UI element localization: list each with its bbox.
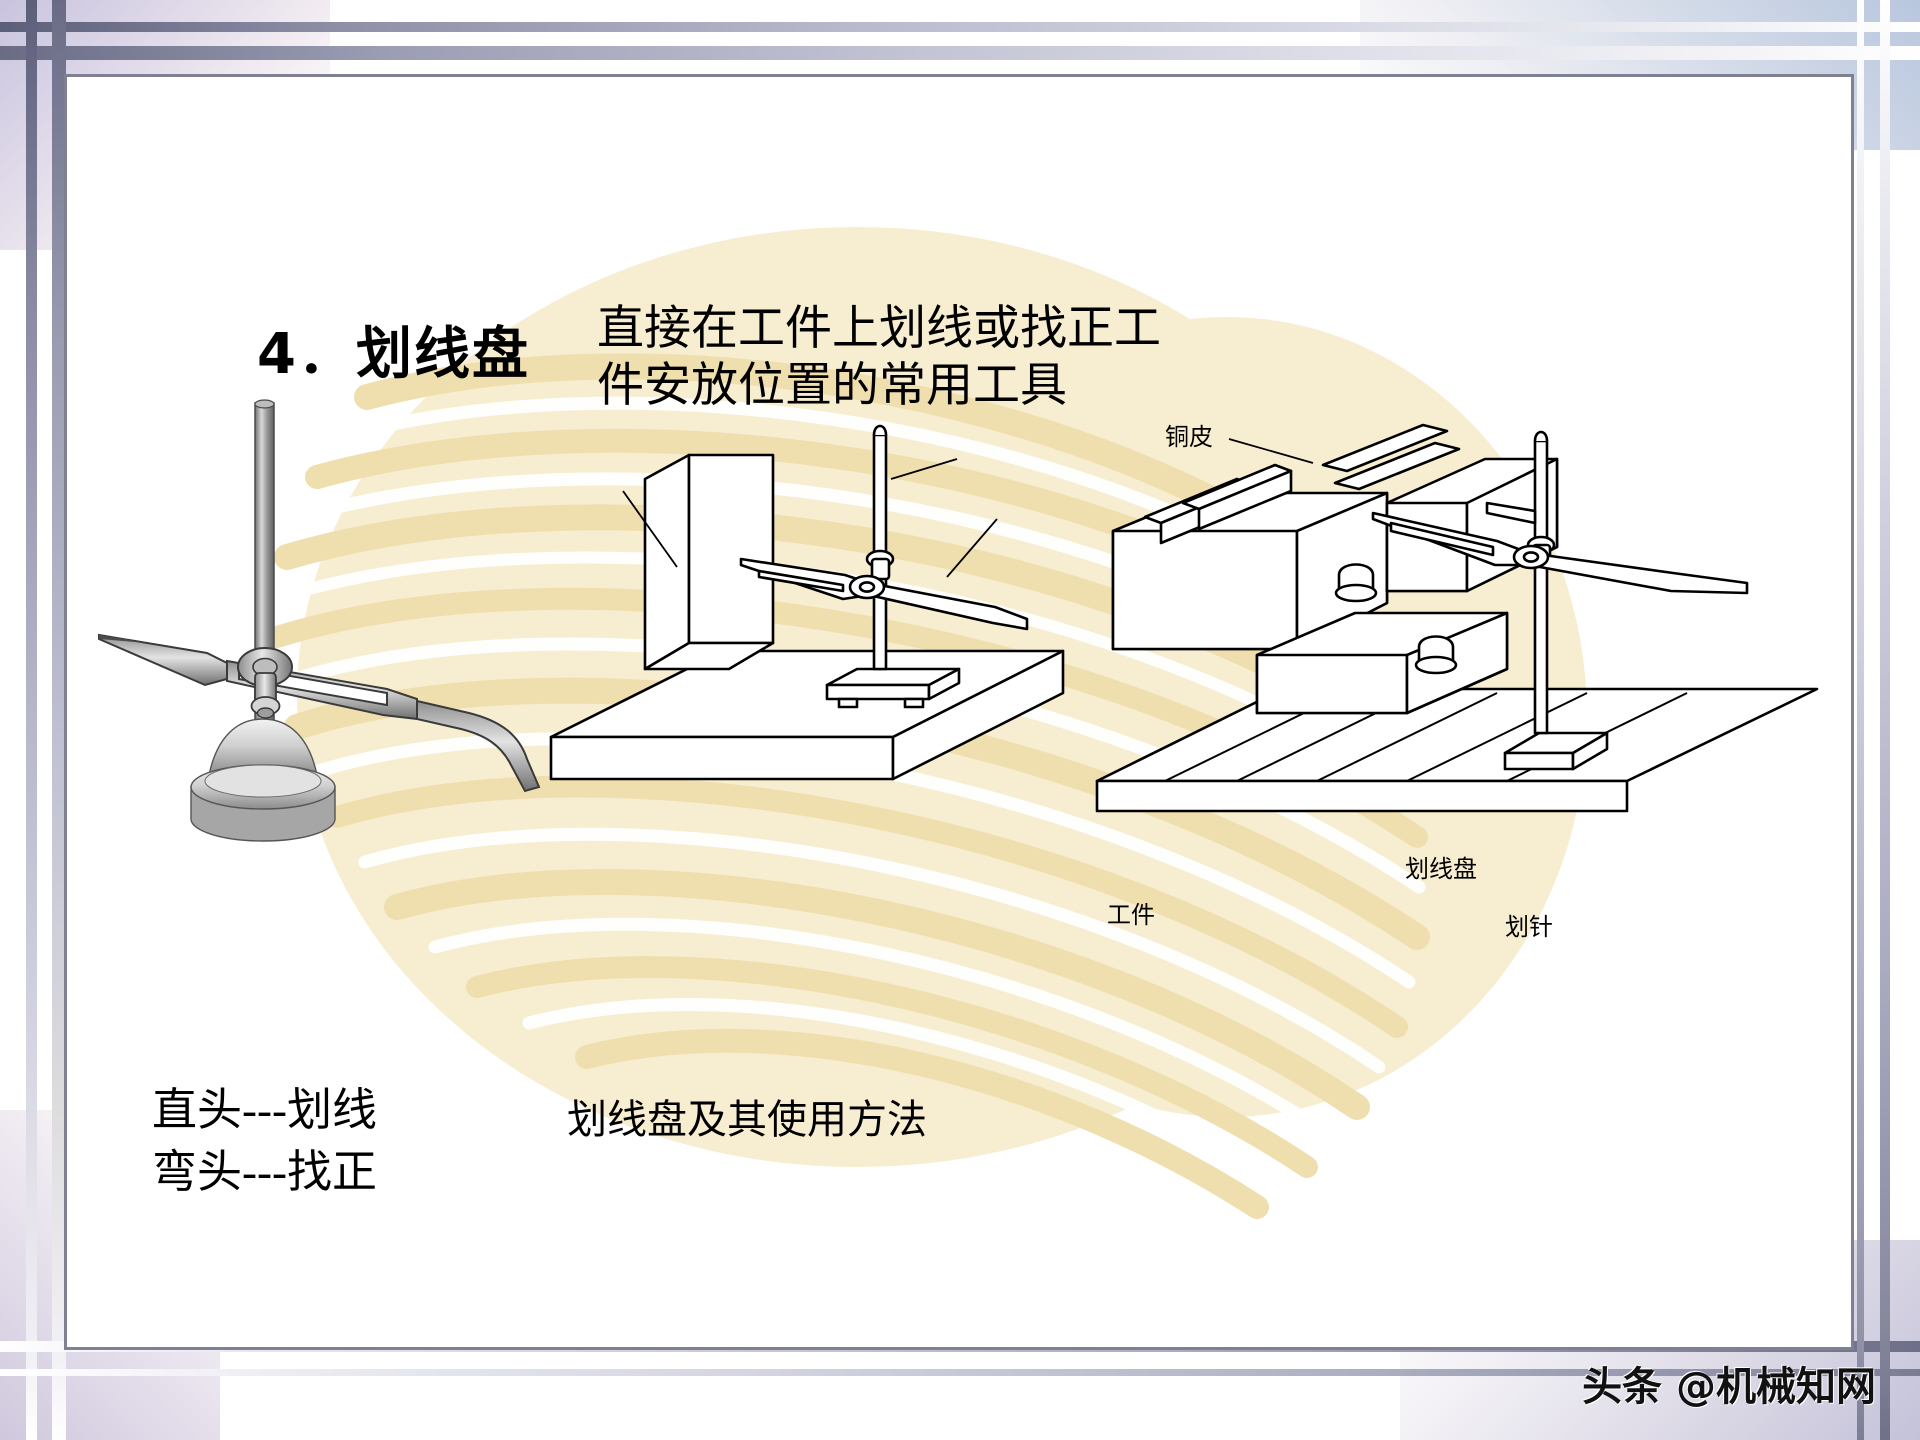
label-copper-sheet: 铜皮: [1165, 425, 1213, 451]
label-scribing-block: 划线盘: [1405, 857, 1477, 883]
content-panel: 工件 划线盘 划针: [64, 74, 1854, 1350]
decor-bar-left-thin: [26, 0, 37, 1440]
label-scriber-needle: 划针: [1505, 915, 1553, 941]
subtitle-line-2: 件安放位置的常用工具: [597, 360, 1067, 413]
figure-scribing-block-standalone: [98, 399, 541, 842]
decor-bar-right-thick: [1880, 0, 1890, 1440]
legend-block: 直头---划线 弯头---找正: [152, 1079, 377, 1203]
decor-bar-top-thin: [0, 22, 1920, 32]
decor-bar-top-thick: [0, 46, 1920, 60]
subtitle-block: 直接在工件上划线或找正工 件安放位置的常用工具: [597, 301, 1237, 416]
label-workpiece: 工件: [1107, 903, 1155, 929]
page-title: 4．划线盘: [257, 322, 530, 387]
figure-vise-alignment: [1095, 423, 1819, 813]
decor-bar-right-thin: [1857, 0, 1864, 1440]
watermark: 头条 @机械知网: [1582, 1364, 1876, 1410]
legend-line-bent-head: 弯头---找正: [152, 1147, 377, 1198]
figure-caption: 划线盘及其使用方法: [567, 1097, 927, 1142]
figure-scribing-block-on-plate: [549, 424, 1065, 781]
legend-line-straight-head: 直头---划线: [152, 1085, 377, 1135]
subtitle-line-1: 直接在工件上划线或找正工: [597, 303, 1161, 355]
